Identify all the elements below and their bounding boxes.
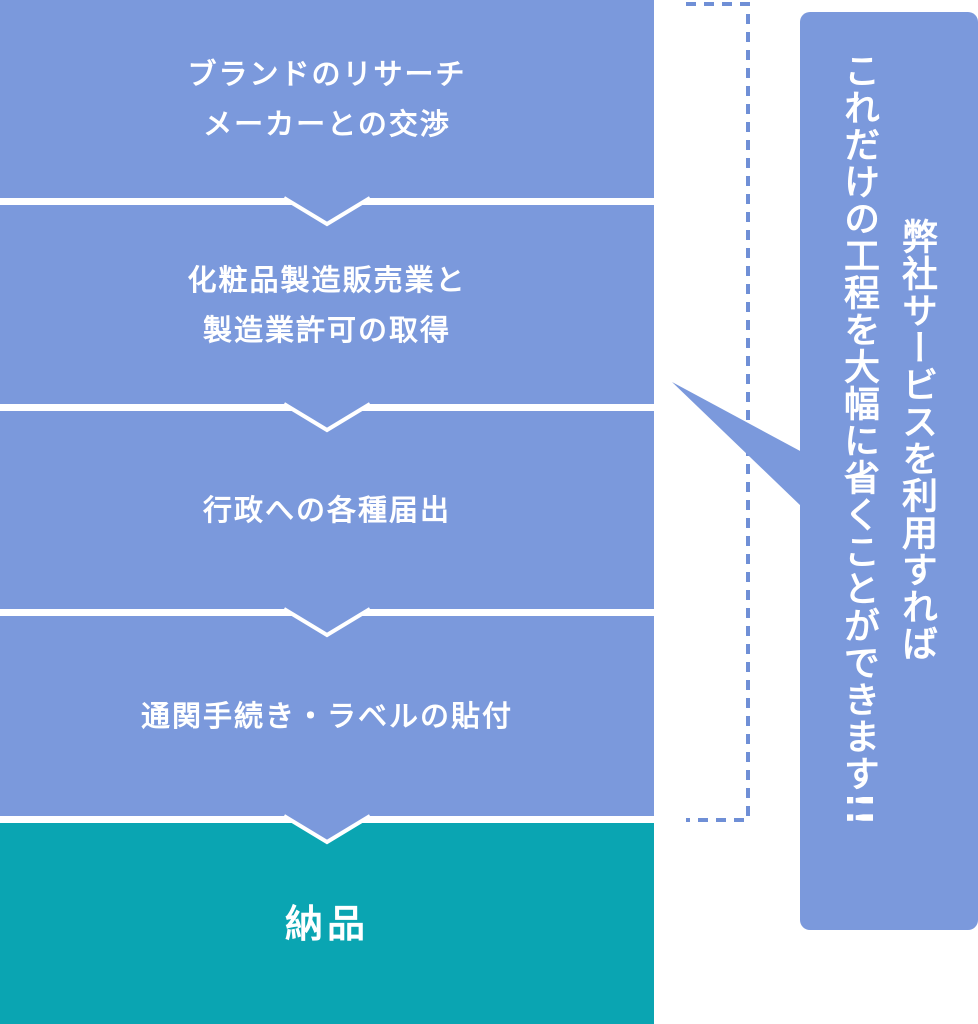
step-arrows [282, 196, 372, 845]
step-delivery: 納品 [0, 823, 654, 1024]
chevron-arrow-1 [282, 196, 372, 227]
step-1-line-2: メーカーとの交渉 [203, 107, 451, 141]
step-brand-research: ブランドのリサーチ メーカーとの交渉 [0, 0, 654, 198]
step-license: 化粧品製造販売業と 製造業許可の取得 [0, 205, 654, 404]
step-2-line-1: 化粧品製造販売業と [187, 262, 467, 297]
callout-sub-text: 弊社サービスを利用すれば [896, 218, 937, 662]
speech-bubble [672, 12, 978, 930]
chevron-arrow-3 [282, 607, 372, 638]
dashed-bracket [686, 2, 750, 822]
step-3-line-1: 行政への各種届出 [202, 493, 451, 527]
chevron-arrow-4 [282, 814, 372, 845]
process-flow: ブランドのリサーチ メーカーとの交渉 化粧品製造販売業と 製造業許可の取得 行政… [0, 0, 654, 1024]
step-customs-labeling: 通関手続き・ラベルの貼付 [0, 616, 654, 816]
step-5-line-1: 納品 [284, 901, 369, 946]
step-2-line-2: 製造業許可の取得 [202, 312, 451, 347]
step-notifications: 行政への各種届出 [0, 411, 654, 609]
step-4-line-1: 通関手続き・ラベルの貼付 [140, 699, 513, 733]
step-1-line-1: ブランドのリサーチ [187, 57, 467, 91]
chevron-arrow-2 [282, 402, 372, 433]
callout-main-text: これだけの工程を大幅に省くことができます!! [838, 52, 879, 827]
